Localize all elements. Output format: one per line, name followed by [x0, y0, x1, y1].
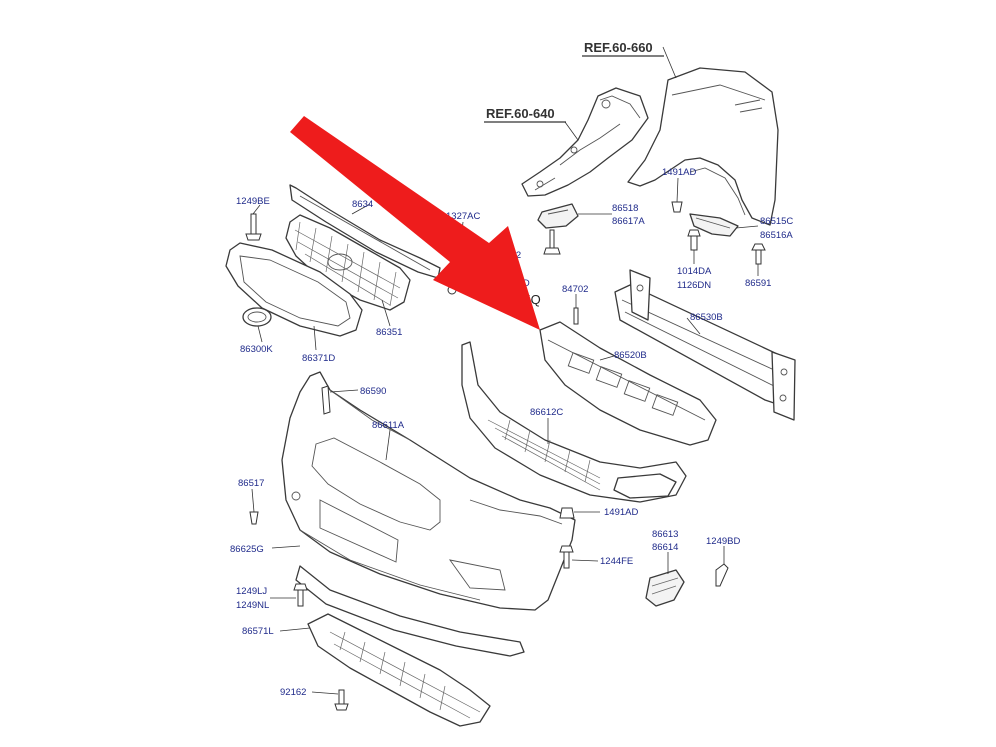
lower-grille — [461, 341, 687, 503]
label-1244FE: 1244FE — [600, 556, 633, 567]
front-bumper-cover — [281, 371, 576, 611]
label-86625G: 86625G — [230, 544, 264, 555]
label-1249BD: 1249BD — [706, 536, 740, 547]
mesh-grille-86351 — [285, 214, 411, 311]
label-1126DN: 1126DN — [677, 280, 711, 291]
label-86517: 86517 — [238, 478, 264, 489]
screw-1249BE — [245, 213, 262, 241]
clip-1491AD-top — [671, 201, 683, 213]
bolt-92162 — [334, 689, 349, 711]
red-pointer-arrow — [290, 116, 540, 330]
front-bracket — [521, 87, 649, 197]
label-1249LJ: 1249LJ — [236, 586, 267, 597]
label-8634: 8634 — [352, 199, 373, 210]
label-86300K: 86300K — [240, 344, 273, 355]
energy-absorber — [539, 321, 717, 446]
label-86571L: 86571L — [242, 626, 274, 637]
label-1491AD-top: 1491AD — [662, 167, 696, 178]
label-86351: 86351 — [376, 327, 402, 338]
screw-1249BD — [715, 563, 729, 587]
label-86591: 86591 — [745, 278, 771, 289]
screw-86591 — [751, 243, 766, 265]
label-86518: 86518 — [612, 203, 638, 214]
label-86371D: 86371D — [302, 353, 335, 364]
label-1491AD-mid: 1491AD — [604, 507, 638, 518]
label-1327AC: 1327AC — [446, 211, 480, 222]
label-1014DA: 1014DA — [677, 266, 712, 277]
grille-surround-86371D — [225, 242, 363, 337]
label-92162: 92162 — [280, 687, 306, 698]
label-86613: 86613 — [652, 529, 678, 540]
undercover-86571L — [307, 613, 491, 727]
grille-upper-molding — [289, 184, 441, 279]
label-86617A: 86617A — [612, 216, 645, 227]
label-1249BE: 1249BE — [236, 196, 270, 207]
label-1249NL: 1249NL — [236, 600, 269, 611]
clip-1491AD-mid — [559, 507, 575, 519]
bolt-1244FE — [559, 545, 574, 569]
label-86515C: 86515C — [760, 216, 793, 227]
ref-label-fender: REF.60-660 — [584, 40, 653, 55]
bracket-86590 — [321, 385, 331, 415]
lower-molding-86625G — [295, 565, 525, 657]
foglamp-cover — [645, 569, 685, 607]
clip-84702 — [573, 307, 579, 325]
label-86590: 86590 — [360, 386, 386, 397]
bolt-1014DA — [687, 229, 701, 251]
fender-bracket — [689, 213, 739, 237]
label-84702: 84702 — [562, 284, 588, 295]
fender-panel — [627, 67, 779, 226]
label-86516A: 86516A — [760, 230, 793, 241]
ref-label-bracket: REF.60-640 — [486, 106, 555, 121]
label-86611A: 86611A — [372, 420, 405, 431]
label-86530B: 86530B — [690, 312, 723, 323]
label-86520B: 86520B — [614, 350, 647, 361]
emblem-86300K — [242, 307, 272, 327]
bolt-2162 — [543, 229, 561, 255]
bracket-86518 — [537, 203, 579, 229]
leader-lines — [251, 46, 759, 695]
bumper-beam — [614, 269, 796, 421]
label-86614: 86614 — [652, 542, 678, 553]
label-86612C: 86612C — [530, 407, 563, 418]
clip-86517 — [249, 511, 259, 525]
bolt-1249LJ — [293, 583, 308, 607]
